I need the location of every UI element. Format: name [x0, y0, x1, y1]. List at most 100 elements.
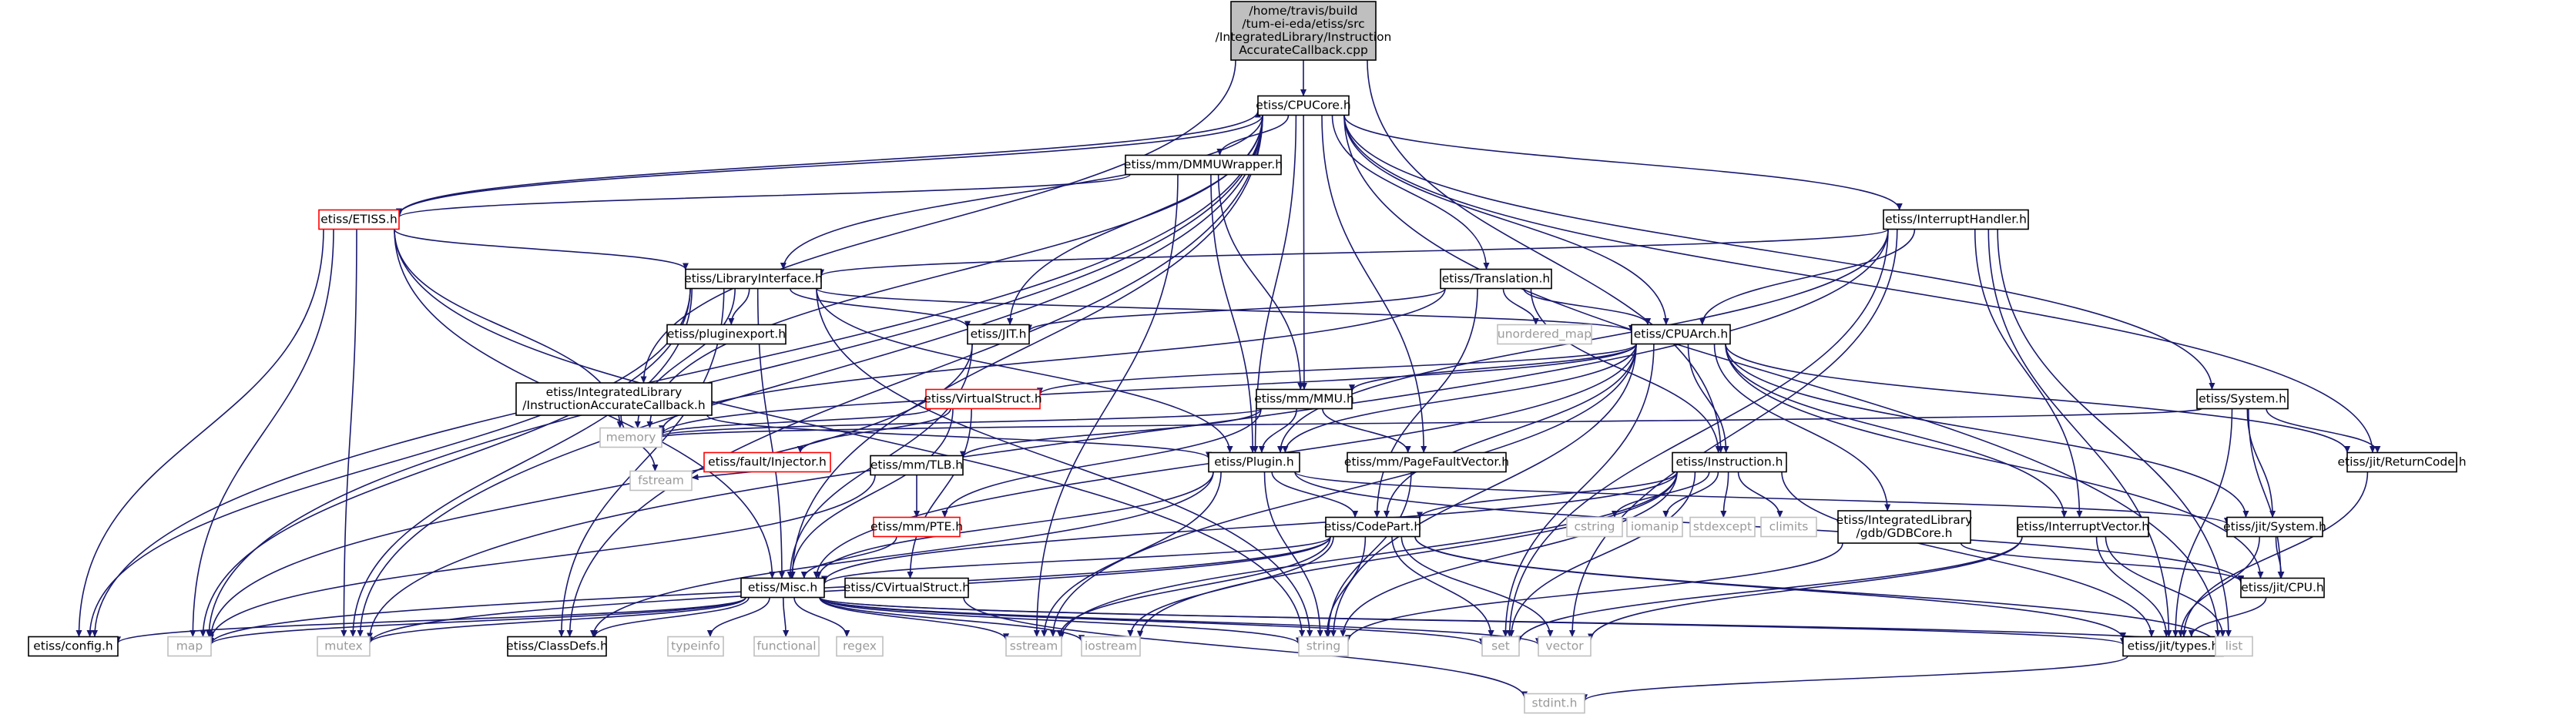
edge-translation-to-unordered_map [1502, 288, 1539, 325]
edge-instruction-to-sstream [1058, 471, 1678, 639]
edge-libif-to-jit [789, 288, 971, 328]
edge-iacb-to-plugin [706, 414, 1212, 459]
edge-dmmu-to-mmu [1217, 174, 1304, 390]
node-jit[interactable]: etiss/JIT.h [967, 324, 1030, 345]
edge-misc-to-map [208, 596, 746, 646]
node-dmmu[interactable]: etiss/mm/DMMUWrapper.h [1124, 154, 1283, 176]
node-cpucore[interactable]: etiss/CPUCore.h [1256, 95, 1351, 116]
node-stdexcept: stdexcept [1689, 516, 1756, 538]
edge-cpucore-to-config [91, 115, 1263, 637]
node-etiss[interactable]: etiss/ETISS.h [318, 209, 400, 230]
node-box [1524, 693, 1585, 714]
node-box [1230, 1, 1377, 61]
edge-inthandler-to-libif [818, 228, 1889, 277]
node-classdefs[interactable]: etiss/ClassDefs.h [506, 636, 608, 657]
node-gdbcore[interactable]: etiss/IntegratedLibrary/gdb/GDBCore.h [1836, 510, 1973, 544]
node-box [1883, 209, 2029, 230]
edge-etiss-to-map [190, 229, 334, 637]
node-codepart[interactable]: etiss/CodePart.h [1324, 516, 1421, 538]
node-label: etiss/Plugin.h [1214, 455, 1294, 469]
edge-pte-to-misc [800, 536, 897, 579]
edge-plugin-to-jitsystem [1294, 471, 2230, 525]
node-mmu[interactable]: etiss/mm/MMU.h [1254, 388, 1354, 410]
node-label: fstream [638, 474, 684, 488]
node-cvirtual[interactable]: etiss/CVirtualStruct.h [844, 577, 970, 599]
node-box [740, 577, 825, 599]
node-box [844, 577, 969, 599]
edge-misc-to-iostream [819, 597, 1085, 643]
node-label: typeinfo [671, 639, 720, 653]
edge-plugin-to-sstream [1041, 471, 1222, 637]
node-misc[interactable]: etiss/Misc.h [740, 577, 825, 599]
edge-inthandler-to-list [1997, 229, 2232, 637]
node-label: /gdb/GDBCore.h [1857, 526, 1953, 540]
node-pte[interactable]: etiss/mm/PTE.h [870, 516, 963, 538]
edge-cpuarch-to-jitcpu [1725, 344, 2264, 579]
edge-libif-to-config [86, 288, 691, 637]
node-box [1760, 516, 1817, 538]
edge-misc-to-vector [819, 596, 1541, 646]
node-system[interactable]: etiss/System.h [2196, 388, 2289, 410]
edge-gdbcore-to-jitcpu [1960, 542, 2244, 582]
node-label: cstring [1574, 520, 1615, 534]
node-box [1125, 154, 1282, 176]
node-box [666, 324, 787, 345]
node-jittypes[interactable]: etiss/jit/types.h [2122, 636, 2224, 657]
node-box [1298, 636, 1349, 657]
node-iacb[interactable]: etiss/IntegratedLibrary/InstructionAccur… [515, 382, 713, 416]
node-libif[interactable]: etiss/LibraryInterface.h [684, 268, 823, 290]
node-box [1689, 516, 1756, 538]
node-label: regex [843, 639, 877, 653]
node-instruction[interactable]: etiss/Instruction.h [1672, 451, 1787, 473]
node-returncode[interactable]: etiss/jit/ReturnCode.h [2337, 451, 2467, 473]
edge-tlb-to-map [208, 475, 876, 642]
node-faultinjector[interactable]: etiss/fault/Injector.h [703, 451, 831, 473]
edge-plugin-to-misc [815, 471, 1214, 579]
node-functional: functional [753, 636, 820, 657]
edge-instruction-to-misc [821, 471, 1678, 583]
include-edges [75, 59, 2381, 702]
node-intvector[interactable]: etiss/InterruptVector.h [2017, 516, 2149, 538]
node-pagefault[interactable]: etiss/mm/PageFaultVector.h [1344, 451, 1509, 473]
node-label: etiss/CodePart.h [1324, 520, 1421, 534]
node-box [967, 324, 1030, 345]
node-plugin[interactable]: etiss/Plugin.h [1208, 451, 1300, 473]
node-label: etiss/CPUCore.h [1256, 99, 1350, 112]
node-box [318, 209, 400, 230]
edge-cpuarch-to-mmu [1349, 344, 1637, 392]
node-jitsystem[interactable]: etiss/jit/System.h [2223, 516, 2326, 538]
node-virtualstruct[interactable]: etiss/VirtualStruct.h [924, 388, 1042, 410]
node-box [2017, 516, 2149, 538]
node-label: stdexcept [1693, 520, 1752, 534]
node-cpuarch[interactable]: etiss/CPUArch.h [1631, 324, 1731, 345]
node-label: /tum-ei-eda/etiss/src [1242, 17, 1364, 31]
edge-inthandler-to-set [1506, 229, 1889, 637]
edge-plugin-to-codepart [1271, 471, 1359, 518]
node-tlb[interactable]: etiss/mm/TLB.h [870, 455, 964, 476]
node-box [1440, 268, 1552, 290]
node-label: climits [1769, 520, 1809, 534]
edge-misc-to-functional [782, 597, 790, 637]
file-nodes: /home/travis/build/tum-ei-eda/etiss/src/… [28, 1, 2467, 714]
node-inthandler[interactable]: etiss/InterruptHandler.h [1883, 209, 2029, 230]
node-pluginexport[interactable]: etiss/pluginexport.h [666, 324, 787, 345]
node-box [873, 516, 961, 538]
node-label: etiss/VirtualStruct.h [924, 392, 1041, 406]
node-box [1497, 324, 1592, 345]
node-jitcpu[interactable]: etiss/jit/CPU.h [2240, 577, 2325, 599]
node-label: string [1306, 639, 1341, 653]
node-config[interactable]: etiss/config.h [28, 636, 119, 657]
edge-plugin-to-classdefs [590, 471, 1214, 637]
node-mutex: mutex [317, 636, 371, 657]
node-label: etiss/mm/TLB.h [870, 458, 963, 472]
node-box [515, 382, 713, 416]
node-label: etiss/ETISS.h [320, 213, 397, 226]
node-translation[interactable]: etiss/Translation.h [1440, 268, 1552, 290]
edge-intvector-to-vector [1588, 536, 2023, 641]
edge-instruction-to-jittypes [1781, 471, 2155, 637]
node-label: vector [1545, 639, 1584, 653]
node-root[interactable]: /home/travis/build/tum-ei-eda/etiss/src/… [1216, 1, 1392, 61]
node-label: etiss/CVirtualStruct.h [844, 581, 970, 595]
edge-cpucore-to-misc [789, 115, 1263, 579]
node-label: set [1491, 639, 1510, 653]
